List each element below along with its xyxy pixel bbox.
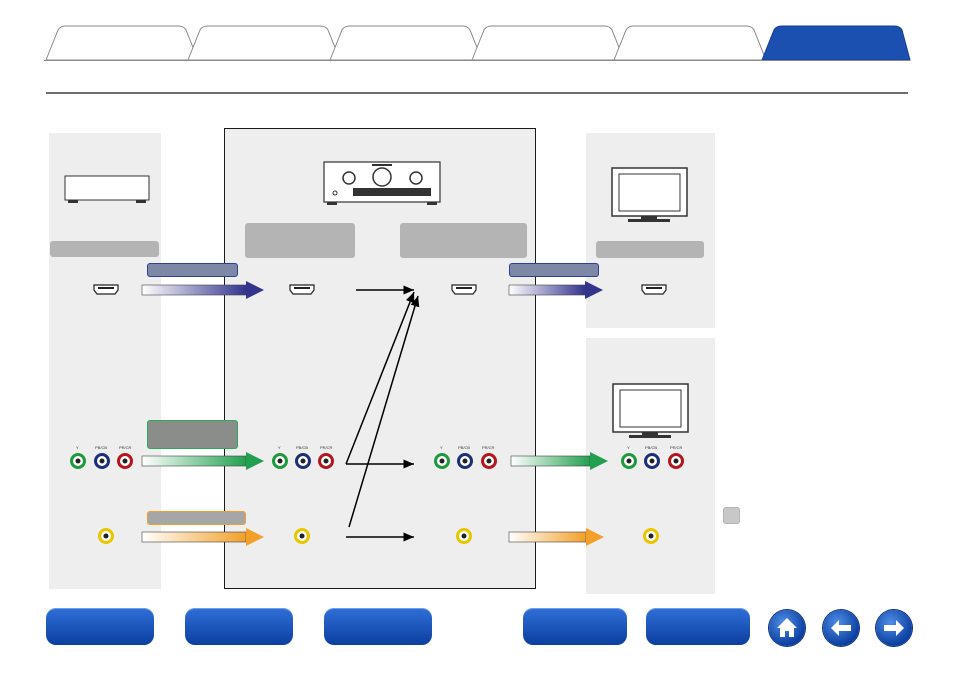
hdmi-cable-label-right	[509, 263, 599, 277]
back-button[interactable]	[823, 610, 859, 646]
hdmi-arrow-right	[508, 281, 603, 299]
label-pr-source: PR/CR	[119, 445, 132, 450]
video-arrow-left	[141, 528, 264, 546]
video-jack-tv	[643, 528, 659, 544]
tab-1	[45, 25, 199, 61]
forward-button[interactable]	[876, 610, 912, 646]
tab-3	[329, 25, 483, 61]
nav-button-5[interactable]	[646, 608, 750, 645]
nav-button-2[interactable]	[185, 608, 293, 645]
video-arrow-right	[508, 528, 604, 546]
hdmi-arrow-left	[141, 281, 264, 299]
component-jacks-source	[70, 453, 133, 469]
tab-6-active	[761, 25, 911, 61]
video-jack-receiver-out	[456, 528, 472, 544]
tv-panel-top	[586, 133, 715, 328]
internal-routing-lines	[345, 285, 420, 542]
source-device-icon	[64, 175, 150, 203]
back-arrow-icon	[831, 620, 851, 636]
label-pb-source: PB/CB	[95, 445, 108, 450]
label-y-source: Y	[76, 445, 79, 450]
tab-2	[187, 25, 341, 61]
label-pr-receiver-in: PR/CR	[320, 445, 333, 450]
receiver-panel	[224, 128, 536, 589]
tab-4	[471, 25, 625, 61]
hdmi-port-receiver-out	[451, 284, 477, 295]
component-jacks-receiver-in	[272, 453, 334, 469]
label-pb-receiver-in: PB/CB	[296, 445, 309, 450]
tab-5	[613, 25, 767, 61]
label-pr-receiver-out: PR/CR	[482, 445, 495, 450]
av-receiver-icon	[323, 161, 441, 205]
component-arrow-right	[510, 452, 608, 470]
hdmi-cable-label-left	[147, 263, 238, 277]
label-pb-receiver-out: PB/CB	[458, 445, 471, 450]
receiver-out-gray-label	[400, 223, 527, 258]
tv-icon-top	[611, 167, 688, 222]
forward-arrow-icon	[884, 620, 904, 636]
header-divider	[46, 92, 908, 94]
component-jacks-receiver-out	[434, 453, 497, 469]
video-jack-receiver-in	[294, 528, 310, 544]
source-device-panel	[49, 133, 161, 589]
hdmi-port-source	[93, 284, 119, 295]
home-icon	[777, 618, 797, 637]
video-cable-label	[147, 511, 246, 525]
label-pb-tv: PB/CB	[645, 445, 658, 450]
video-jack-source	[98, 528, 114, 544]
label-y-tv: Y	[627, 445, 630, 450]
component-cable-label	[147, 420, 238, 449]
tab-shapes	[44, 25, 911, 61]
component-arrow-left	[141, 452, 264, 470]
top-tab-bar	[44, 25, 911, 62]
label-y-receiver-in: Y	[278, 445, 281, 450]
nav-button-4[interactable]	[523, 608, 627, 645]
note-marker	[723, 507, 740, 524]
hdmi-port-receiver-in	[289, 284, 315, 295]
nav-button-1[interactable]	[46, 608, 154, 645]
nav-button-3[interactable]	[324, 608, 432, 645]
hdmi-port-tv	[641, 284, 667, 295]
label-pr-tv: PR/CR	[670, 445, 683, 450]
label-y-receiver-out: Y	[440, 445, 443, 450]
tv-gray-label	[596, 241, 704, 258]
receiver-in-gray-label	[245, 223, 355, 258]
source-gray-label	[50, 241, 159, 257]
component-jacks-tv	[621, 453, 684, 469]
home-button[interactable]	[769, 610, 805, 646]
tv-icon-bottom	[612, 383, 689, 438]
